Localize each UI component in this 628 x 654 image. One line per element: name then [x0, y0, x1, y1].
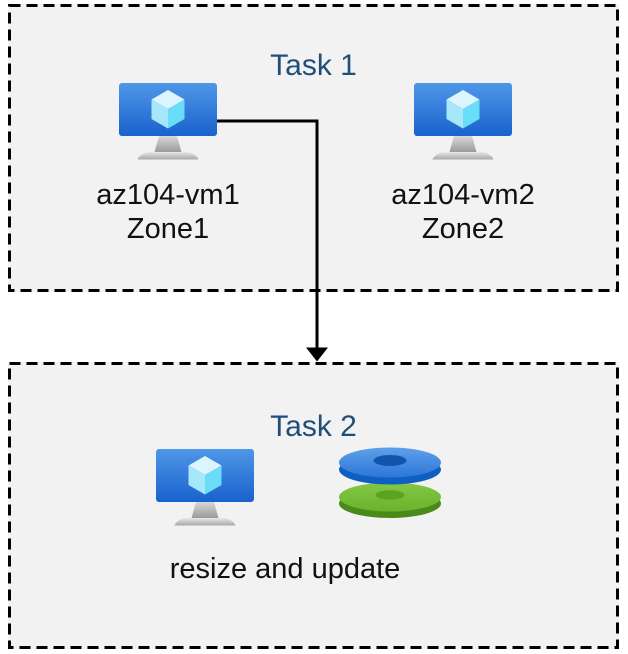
- vm-node-az104-vm1: az104-vm1 Zone1: [68, 83, 268, 246]
- task1-box: Task 1 az104-vm1 Zone1: [8, 4, 619, 292]
- vm-node-az104-vm2: az104-vm2 Zone2: [363, 83, 563, 246]
- task2-box: Task 2 resize and update: [8, 362, 619, 649]
- task1-title: Task 1: [270, 48, 357, 82]
- vm-name-label: az104-vm1: [96, 179, 240, 211]
- arrowhead-icon: [306, 347, 328, 362]
- virtual-machine-icon: [156, 449, 254, 529]
- virtual-machine-icon: [119, 83, 217, 163]
- vm-label: az104-vm2 Zone2: [391, 178, 534, 246]
- vm-zone-label: Zone1: [126, 213, 210, 245]
- resize-update-caption: resize and update: [169, 553, 401, 585]
- task2-title: Task 2: [270, 409, 357, 443]
- vm-zone-label: Zone2: [421, 213, 505, 245]
- vm-name-label: az104-vm2: [391, 179, 535, 211]
- disks-icon: [338, 447, 442, 519]
- virtual-machine-icon: [414, 83, 512, 163]
- vm-label: az104-vm1 Zone1: [96, 178, 239, 246]
